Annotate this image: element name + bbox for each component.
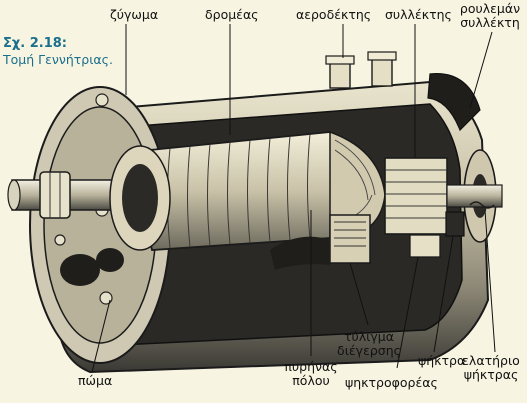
label-pole-core: πυρήνας πόλου xyxy=(276,360,346,388)
label-commutator-bearing: ρουλεμάν συλλέκτη xyxy=(458,2,522,30)
label-commutator-bearing-line1: ρουλεμάν xyxy=(459,1,521,16)
label-commutator-bearing-line2: συλλέκτη xyxy=(460,15,520,30)
leader-lines xyxy=(91,24,496,373)
label-pole-core-line1: πυρήνας xyxy=(284,359,338,374)
label-cover: πώμα xyxy=(78,373,113,388)
figure-caption: Τομή Γεννήτριας. xyxy=(3,52,113,67)
label-commutator: συλλέκτης xyxy=(385,7,452,22)
label-rotor: δρομέας xyxy=(205,7,259,22)
label-pole-core-line2: πόλου xyxy=(292,373,330,388)
label-brush-holder: ψηκτροφορέας xyxy=(345,375,438,390)
figure-number: Σχ. 2.18: xyxy=(3,36,68,51)
label-yoke: ζύγωμα xyxy=(110,7,159,22)
label-brush-spring-line2: ψήκτρας xyxy=(463,367,519,382)
label-excitation-winding: τύλιγμα διέγερσης xyxy=(334,330,404,358)
air-vent-fittings xyxy=(325,51,481,132)
commutator xyxy=(384,157,448,235)
label-excitation-winding-line2: διέγερσης xyxy=(337,343,401,358)
label-air-vent: αεροδέκτης xyxy=(296,7,372,22)
pole-assembly xyxy=(270,214,371,270)
brush-assembly xyxy=(409,201,495,258)
end-windings xyxy=(109,130,386,251)
label-brush: ψήκτρα xyxy=(418,353,466,368)
label-excitation-winding-line1: τύλιγμα xyxy=(344,329,394,344)
rear-bearing xyxy=(446,149,503,243)
rotor xyxy=(144,131,339,251)
label-brush-spring-line1: ελατήριο xyxy=(462,353,520,368)
label-brush-spring: ελατήριο ψήκτρας xyxy=(458,354,524,382)
